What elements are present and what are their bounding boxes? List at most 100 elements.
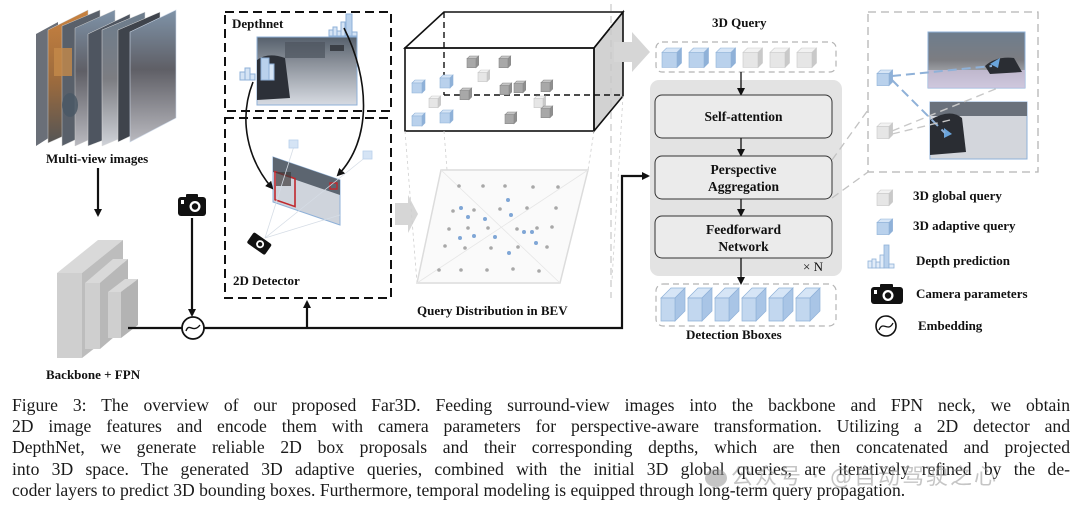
global-query-cube-icon [499,82,513,96]
adaptive-query-point [530,230,534,234]
2d-detector-image [272,156,341,226]
legend-depth-prediction: Depth prediction [916,253,1011,268]
adaptive-query-point [472,234,476,238]
detection-bbox-icon [795,287,821,322]
global-query-point [481,184,485,188]
global-query-cube-icon [466,55,480,69]
adaptive-query-point [493,235,497,239]
depth-histogram-icon [239,57,275,81]
adaptive-query-cube-icon [411,112,426,127]
perspective-aggregation-inset [867,11,1039,173]
global-query-cube-icon [769,47,791,69]
global-query-point [535,226,539,230]
legend-camera-parameters: Camera parameters [916,286,1028,301]
depth-histogram-icon [328,13,358,37]
global-query-cube-icon [477,69,491,83]
depth-histogram-icon [867,244,895,269]
global-query-point [516,245,520,249]
global-query-point [443,244,447,248]
repeat-n-label: × N [803,259,823,274]
detection-bbox-icon [714,287,740,322]
global-query-cube-icon [533,95,547,109]
query-distribution-label: Query Distribution in BEV [417,303,568,318]
camera-icon [247,232,272,255]
adaptive-query-point [509,213,513,217]
feature-flow-line [128,172,650,330]
global-query-point [437,268,441,272]
global-query-point [537,269,541,273]
caption-line: DepthNet, we generate reliable 2D box pr… [12,437,1070,458]
embedding-icon [181,316,205,340]
adaptive-query-point [458,236,462,240]
global-query-cube-icon [876,122,894,140]
3d-query-volume [402,9,625,134]
self-attention-block [654,94,833,139]
detection-bboxes-container [655,283,837,327]
global-query-cube-icon [796,47,818,69]
caption-line: coder layers to predict 3D bounding boxe… [12,479,906,500]
global-query-cube-icon [876,189,894,207]
global-query-cube-icon [428,95,442,109]
2d-detector-box [224,117,392,299]
global-query-point [503,184,507,188]
figure-caption: Figure 3: The overview of our proposed F… [12,395,1070,501]
multi-view-images-label: Multi-view images [46,151,149,166]
camera-icon [871,284,903,304]
legend-global-query: 3D global query [913,188,1002,203]
global-query-point [550,225,554,229]
global-query-point [554,206,558,210]
global-query-point [515,227,519,231]
arrow-depth-to-detector-right [336,27,365,177]
adaptive-query-cube-icon [715,47,737,69]
inset-image-bottom [929,101,1028,160]
perspective-label-line1: Perspective [710,162,777,177]
global-query-cube-icon [504,111,518,125]
global-query-point [511,267,515,271]
global-query-point [466,226,470,230]
global-query-cube-icon [498,55,512,69]
detection-bboxes-label: Detection Bboxes [686,327,782,342]
multi-view-images [36,9,177,147]
feedforward-label: Feedforward Network [655,221,832,255]
global-query-point [525,206,529,210]
perspective-label-line2: Aggregation [708,179,779,194]
3d-query-container [655,41,837,73]
detection-bbox-icon [741,287,767,322]
adaptive-query-cube-icon [439,74,454,89]
legend-icons [867,189,903,337]
global-query-point [459,268,463,272]
depthnet-label: Depthnet [232,16,284,31]
architecture-diagram [36,4,1039,358]
adaptive-query-point [466,215,470,219]
inset-connector [831,109,869,199]
inset-image-top [927,31,1026,89]
embedding-icon [875,315,897,337]
feedforward-label-line1: Feedforward [706,222,781,237]
global-query-cube-icon [459,87,473,101]
global-query-point [457,184,461,188]
global-query-point [489,246,493,250]
perspective-aggregation-label: Perspective Aggregation [655,161,832,195]
adaptive-query-cube-icon [288,139,373,160]
arrow-depth-to-detector-left [245,81,274,190]
caption-line: Figure 3: The overview of our proposed F… [12,395,1070,415]
inset-global-rays [891,87,999,135]
global-query-point [498,207,502,211]
global-query-point [486,226,490,230]
adaptive-query-point [483,217,487,221]
global-query-cube-icon [513,80,527,94]
adaptive-query-point [506,198,510,202]
2d-detector-label: 2D Detector [233,273,300,288]
feedforward-label-line2: Network [718,239,769,254]
global-query-cube-icon [540,105,554,119]
detection-bbox-icon [660,287,686,322]
adaptive-query-cube-icon [661,47,683,69]
caption-line: into 3D space. The generated 3D adaptive… [12,458,1070,479]
arrow-to-3d-query [614,32,650,72]
projection-lines [404,95,624,284]
projection-rays [264,145,368,239]
global-query-point [472,208,476,212]
self-attention-label: Self-attention [704,109,783,124]
3d-query-label: 3D Query [712,15,767,30]
backbone-fpn-label: Backbone + FPN [46,367,141,382]
